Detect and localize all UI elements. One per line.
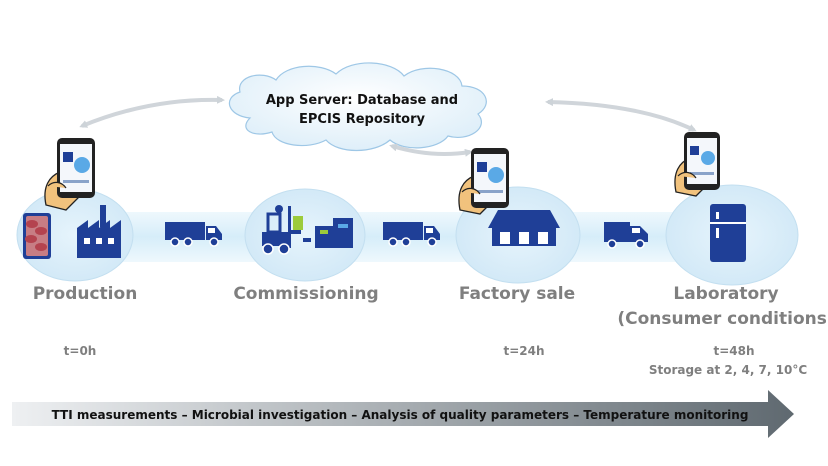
truck-icon-1 <box>165 222 222 247</box>
stage-label-factory-sale: Factory sale <box>459 284 575 304</box>
server-laboratory-arrow <box>545 98 697 132</box>
phone-hand-laboratory-icon <box>674 132 720 197</box>
process-arrow: TTI measurements – Microbial investigati… <box>12 390 794 438</box>
stage-label-laboratory: Laboratory <box>673 284 778 304</box>
process-arrow-text: TTI measurements – Microbial investigati… <box>52 408 749 422</box>
production-server-arrow <box>79 95 225 128</box>
time-factory-sale: t=24h <box>503 344 544 358</box>
server-title-line1: App Server: Database and <box>266 93 458 108</box>
stage-label-commissioning: Commissioning <box>233 284 378 304</box>
warehouse-icon <box>488 210 560 246</box>
truck-icon-2 <box>383 222 440 247</box>
app-server-cloud: App Server: Database and EPCIS Repositor… <box>228 62 487 151</box>
time-production: t=0h <box>64 344 97 358</box>
packaged-meat-icon <box>23 213 51 259</box>
stage-label-laboratory-sub: (Consumer conditions) <box>617 309 828 329</box>
storage-note: Storage at 2, 4, 7, 10°C <box>649 363 808 377</box>
server-factory-arrow <box>389 143 473 157</box>
van-icon <box>604 222 648 249</box>
time-laboratory: t=48h <box>713 344 754 358</box>
commissioning-ellipse <box>244 188 366 282</box>
forklift-and-pallets-icon <box>262 205 353 255</box>
stage-label-production: Production <box>33 284 138 304</box>
refrigerator-icon <box>710 204 746 262</box>
factory-icon <box>77 205 121 258</box>
phone-hand-production-icon <box>44 138 95 211</box>
phone-hand-factory-icon <box>458 148 509 215</box>
server-title-line2: EPCIS Repository <box>299 112 425 127</box>
